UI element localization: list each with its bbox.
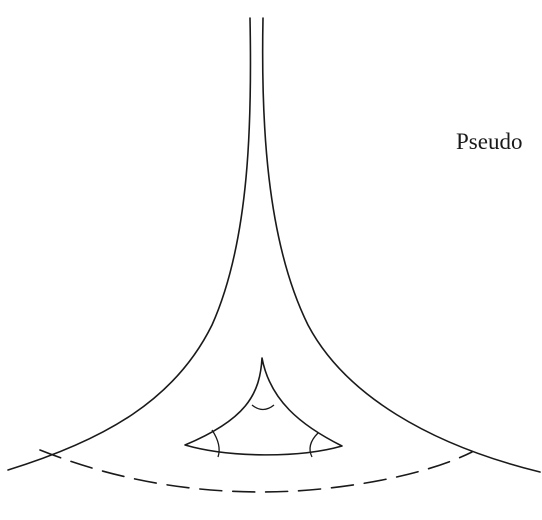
pseudosphere-right-profile (261, 17, 541, 473)
angle-arc-left (211, 429, 220, 458)
geodesic-triangle (184, 357, 343, 456)
surface-label: Pseudo (456, 129, 522, 154)
angle-arc-right (309, 432, 319, 458)
pseudosphere-base-rim (39, 449, 473, 493)
pseudosphere-left-profile (7, 17, 252, 471)
angle-arc-top (251, 404, 275, 411)
